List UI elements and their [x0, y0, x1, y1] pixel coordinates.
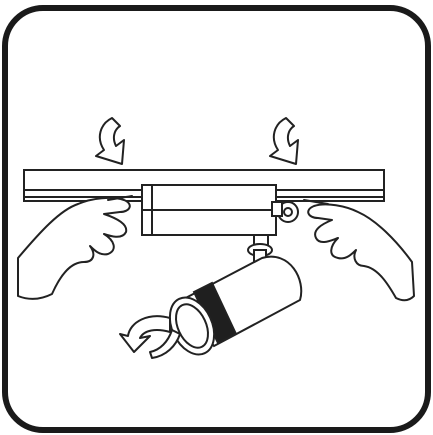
track-adapter [142, 185, 298, 235]
